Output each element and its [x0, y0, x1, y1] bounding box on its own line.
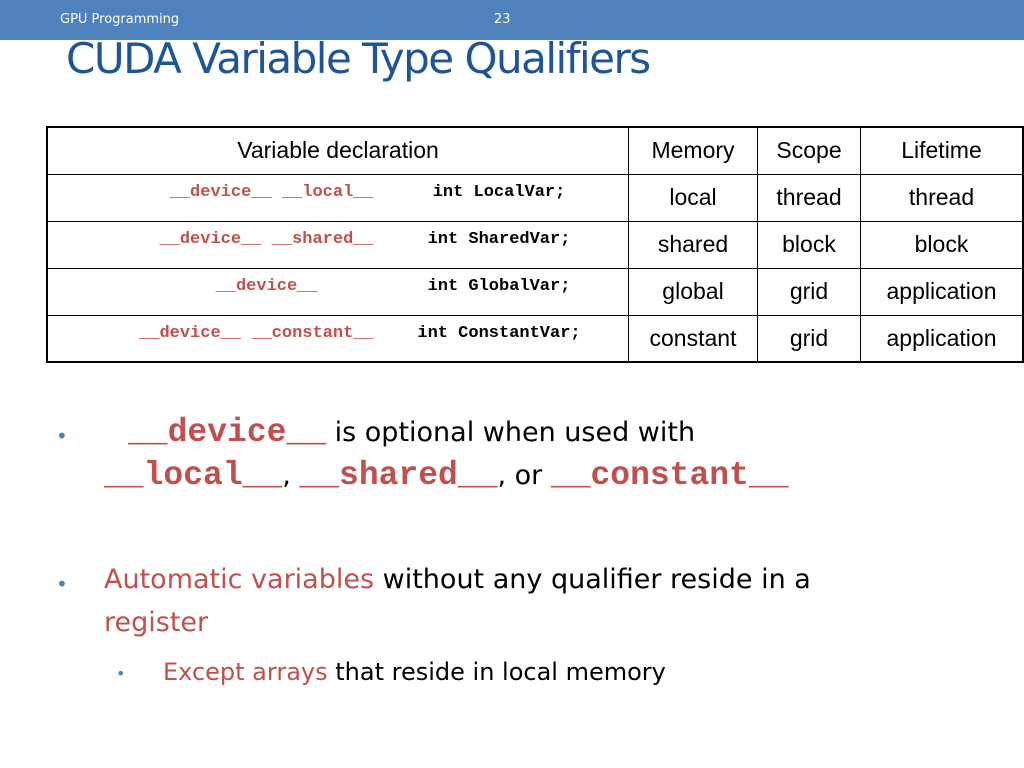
- bullet-marker: •: [56, 424, 68, 448]
- bullet-automatic-variables-line2: register: [104, 607, 208, 638]
- table-header-row: Variable declaration Memory Scope Lifeti…: [46, 126, 1024, 175]
- automatic-variables-highlight: Automatic variables: [104, 564, 375, 595]
- except-arrays-highlight: Except arrays: [163, 658, 328, 686]
- bullet-text: without any qualifier reside in a: [382, 564, 811, 595]
- bullet-or: , or: [497, 460, 543, 491]
- bullet-marker: •: [56, 572, 68, 596]
- sub-bullet-except-arrays: Except arrays that reside in local memor…: [163, 658, 666, 686]
- memory-cell: global: [628, 267, 758, 316]
- sub-bullet-text: that reside in local memory: [335, 658, 666, 686]
- type-declaration-text: int ConstantVar;: [417, 323, 581, 343]
- col-header-scope: Scope: [757, 126, 861, 175]
- lifetime-cell: thread: [860, 173, 1024, 222]
- code-local: __local__: [104, 457, 283, 494]
- sub-bullet-marker: •: [116, 664, 126, 683]
- col-header-lifetime: Lifetime: [860, 126, 1024, 175]
- code-constant: __constant__: [550, 457, 789, 494]
- scope-cell: block: [757, 220, 861, 269]
- scope-cell: grid: [757, 314, 861, 363]
- table-row: __device__ __constant__int ConstantVar; …: [46, 314, 1024, 363]
- table-row: __device__ __shared__ int SharedVar; shar…: [46, 220, 1024, 269]
- type-declaration-text: int GlobalVar;: [427, 276, 571, 296]
- header-bar: GPU Programming 23: [0, 0, 1024, 40]
- memory-cell: constant: [628, 314, 758, 363]
- col-header-memory: Memory: [628, 126, 758, 175]
- slide-title: CUDA Variable Type Qualifiers: [66, 34, 651, 83]
- bullet-device-optional: __device__ is optional when used with: [128, 414, 695, 451]
- memory-cell: shared: [628, 220, 758, 269]
- bullet-device-optional-line2: __local__, __shared__, or __constant__: [104, 457, 789, 494]
- table-row: __device__ int GlobalVar; global grid app…: [46, 267, 1024, 316]
- code-shared: __shared__: [299, 457, 498, 494]
- lifetime-cell: block: [860, 220, 1024, 269]
- qualifier-text: __device__ __constant__: [139, 323, 374, 343]
- lifetime-cell: application: [860, 267, 1024, 316]
- qualifier-table: Variable declaration Memory Scope Lifeti…: [46, 126, 1024, 363]
- scope-cell: thread: [757, 173, 861, 222]
- lifetime-cell: application: [860, 314, 1024, 363]
- declaration-cell: __device__ __local__ int LocalVar;: [46, 173, 629, 222]
- declaration-cell: __device__ int GlobalVar;: [46, 267, 629, 316]
- declaration-cell: __device__ __shared__ int SharedVar;: [46, 220, 629, 269]
- bullet-text: is optional when used with: [334, 417, 696, 448]
- type-declaration-text: int SharedVar;: [427, 229, 571, 249]
- qualifier-text: __device__ __local__: [169, 182, 374, 202]
- memory-cell: local: [628, 173, 758, 222]
- course-name: GPU Programming: [60, 12, 180, 27]
- declaration-cell: __device__ __constant__ int ConstantVar;: [46, 314, 629, 363]
- type-declaration-text: int LocalVar;: [432, 182, 566, 202]
- page-number: 23: [494, 12, 511, 27]
- code-device: __device__: [128, 414, 327, 451]
- table-row: __device__ __local__int LocalVar; local …: [46, 173, 1024, 222]
- qualifier-text: __device__: [215, 276, 318, 296]
- bullet-comma: ,: [282, 460, 291, 491]
- register-highlight: register: [104, 607, 209, 638]
- scope-cell: grid: [757, 267, 861, 316]
- bullet-automatic-variables: Automatic variables without any qualifie…: [104, 564, 811, 595]
- qualifier-text: __device__ __shared__: [159, 229, 374, 249]
- col-header-declaration: Variable declaration: [46, 126, 629, 175]
